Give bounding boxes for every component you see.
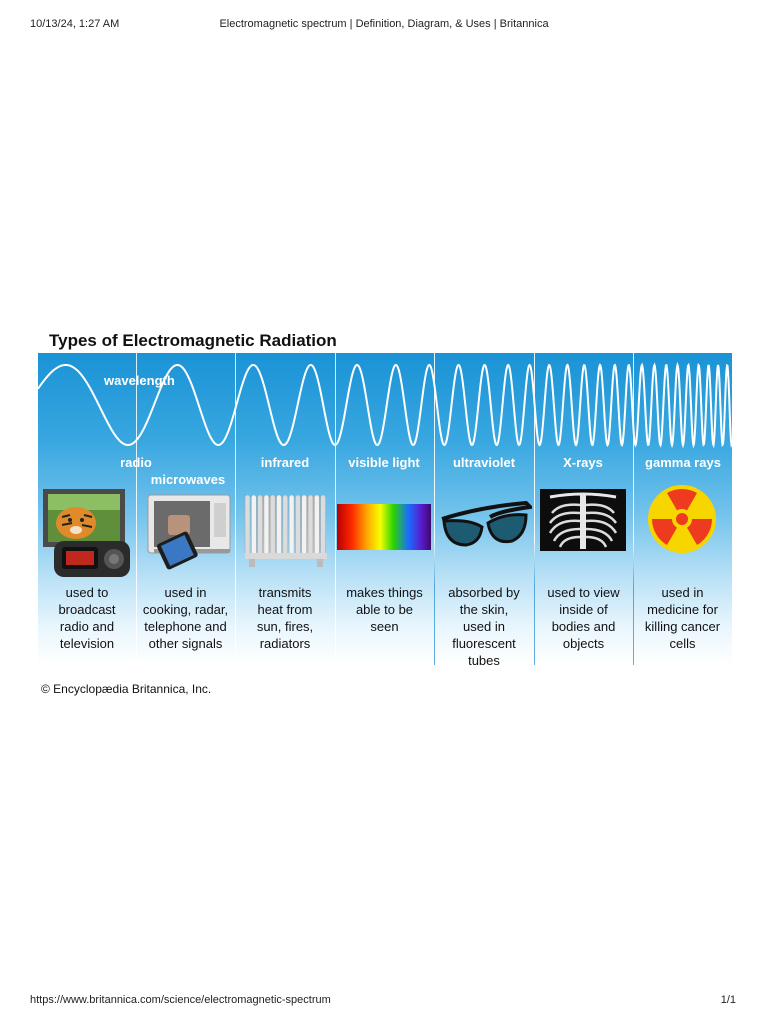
description-line: tubes [468, 653, 500, 665]
description-line: heat from [257, 602, 313, 617]
microwave-oven-and-phone-icon [147, 494, 231, 570]
radiation-blade [667, 489, 697, 511]
print-page-number: 1/1 [720, 994, 736, 1006]
description-line: radio and [59, 619, 115, 634]
description-line: objects [562, 636, 605, 651]
description-line: sun, fires, [256, 619, 314, 634]
figure-title: Types of Electromagnetic Radiation [49, 331, 337, 350]
radiator-fin [307, 494, 314, 556]
radiator-fin [263, 494, 270, 556]
description-line: able to be [355, 602, 414, 617]
description-line: killing cancer [644, 619, 721, 634]
radiator-fin [314, 494, 320, 556]
spectrum-panel: wavelength radio microwaves infrared vis… [38, 353, 732, 665]
band-description-gamma-rays: used in medicine for killing cancer cell… [633, 584, 732, 652]
band-divider [235, 353, 236, 665]
description-line: cooking, radar, [142, 602, 229, 617]
description-line: used to view [547, 585, 620, 600]
wavelength-label: wavelength [104, 373, 175, 388]
radiator-fin [244, 494, 251, 556]
radiator-fin [276, 494, 282, 556]
band-divider [534, 353, 535, 665]
radiator-fin [295, 494, 301, 556]
tv-and-clock-radio-icon [43, 489, 130, 577]
description-line: medicine for [647, 602, 718, 617]
band-description-x-rays: used to view inside of bodies and object… [534, 584, 633, 652]
radiator-fin [301, 494, 308, 556]
band-label-infrared: infrared [260, 455, 310, 470]
band-label-x-rays: X-rays [563, 455, 603, 470]
description-line: radiators [259, 636, 311, 651]
description-line: absorbed by [448, 585, 520, 600]
radiator-fin [257, 494, 263, 556]
band-divider [434, 353, 435, 665]
description-line: cells [669, 636, 696, 651]
band-label-gamma-rays: gamma rays [645, 455, 721, 470]
xray-ribcage-icon [540, 489, 626, 551]
description-line: makes things [346, 585, 423, 600]
description-line: broadcast [58, 602, 116, 617]
description-line: used in [463, 619, 505, 634]
radiation-blade [687, 519, 712, 545]
band-description-radio: used to broadcast radio and television [38, 584, 136, 652]
print-page-title: Electromagnetic spectrum | Definition, D… [219, 18, 549, 30]
band-divider [335, 353, 336, 665]
description-line: bodies and [551, 619, 616, 634]
radiator-fin [288, 494, 295, 556]
band-divider [633, 353, 634, 665]
print-datetime: 10/13/24, 1:27 AM [30, 18, 120, 30]
wavelength-wave [38, 361, 732, 449]
description-line: used in [661, 585, 704, 600]
radiation-symbol-icon [648, 485, 716, 553]
description-line: fluorescent [452, 636, 516, 651]
band-label-radio: radio [120, 455, 152, 470]
description-line: the skin, [459, 602, 509, 617]
radiator-fin [269, 494, 276, 556]
radiator-fin [251, 494, 257, 556]
rainbow-spectrum-icon [337, 504, 431, 550]
sunglasses-icon [441, 501, 532, 547]
band-description-microwaves: used in cooking, radar, telephone and ot… [136, 584, 235, 652]
description-line: telephone and [144, 619, 227, 634]
print-url: https://www.britannica.com/science/elect… [30, 994, 331, 1006]
copyright-credit: © Encyclopædia Britannica, Inc. [41, 682, 212, 696]
description-line: other signals [148, 636, 223, 651]
description-line: used to [65, 585, 109, 600]
band-description-ultraviolet: absorbed by the skin, used in fluorescen… [434, 584, 534, 665]
radiator-icon [244, 494, 327, 567]
description-line: used in [164, 585, 207, 600]
description-line: inside of [559, 602, 608, 617]
band-description-infrared: transmits heat from sun, fires, radiator… [235, 584, 335, 652]
band-label-ultraviolet: ultraviolet [452, 455, 516, 470]
radiator-fin [320, 494, 326, 556]
band-label-microwaves: microwaves [150, 472, 226, 487]
radiation-blade [652, 519, 677, 545]
description-line: transmits [258, 585, 312, 600]
description-line: television [59, 636, 115, 651]
description-line: seen [370, 619, 399, 634]
band-description-visible-light: makes things able to be seen [335, 584, 434, 635]
band-divider [136, 353, 137, 665]
radiator-fin [282, 494, 289, 556]
band-label-visible-light: visible light [348, 455, 420, 470]
